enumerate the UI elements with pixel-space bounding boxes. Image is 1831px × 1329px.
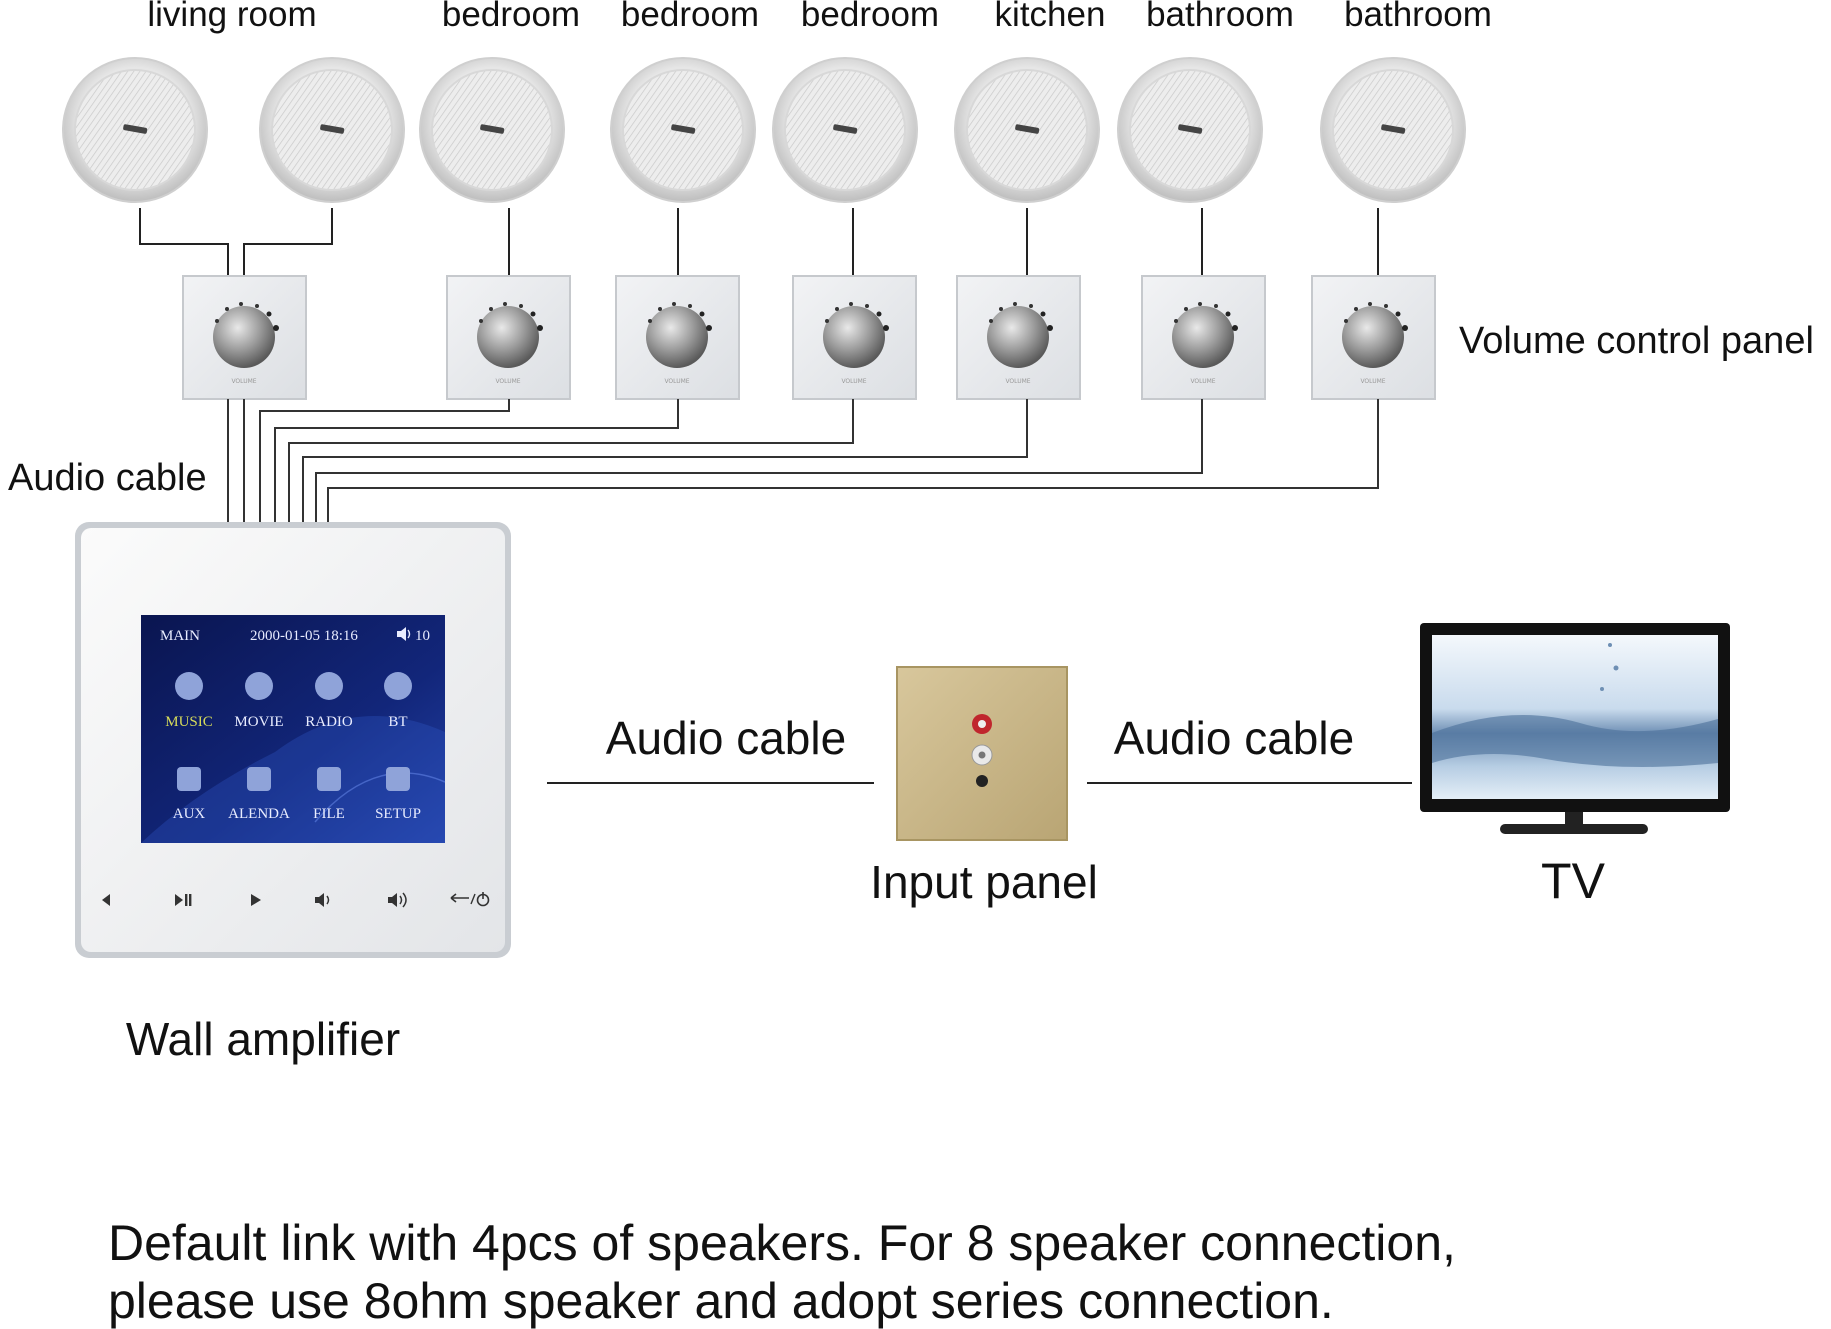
app-setup[interactable]: SETUP <box>375 767 421 822</box>
amplifier-screen <box>141 615 445 843</box>
bluetooth-app-icon <box>384 672 412 700</box>
back-power-icon[interactable] <box>450 892 490 907</box>
app-bt[interactable]: BT <box>384 672 412 730</box>
room-label-bathroom-2: bathroom <box>1344 0 1492 34</box>
aux-jack-icon <box>976 775 988 787</box>
radio-app-icon <box>315 672 343 700</box>
room-label-bedroom-2: bedroom <box>621 0 759 34</box>
svg-text:VOLUME: VOLUME <box>495 378 520 385</box>
speaker-icon <box>954 57 1100 203</box>
play-pause-icon[interactable] <box>175 894 192 906</box>
tv <box>1420 623 1730 834</box>
app-label-music: MUSIC <box>165 714 213 730</box>
volume-panel: VOLUME <box>792 275 917 400</box>
svg-text:VOLUME: VOLUME <box>1190 378 1215 385</box>
app-label-bt: BT <box>388 714 407 730</box>
screen-datetime: 2000-01-05 18:16 <box>250 628 358 644</box>
input-panel-label: Input panel <box>870 856 1098 908</box>
audio-cable-label-middle: Audio cable <box>606 712 846 764</box>
app-movie[interactable]: MOVIE <box>234 672 284 730</box>
app-file[interactable]: FILE <box>313 767 345 822</box>
svg-text:VOLUME: VOLUME <box>231 378 256 385</box>
app-label-file: FILE <box>313 806 345 822</box>
note-line-1: Default link with 4pcs of speakers. For … <box>108 1215 1456 1271</box>
volume-panel: VOLUME <box>956 275 1081 400</box>
input-panel <box>896 666 1068 841</box>
svg-text:VOLUME: VOLUME <box>1360 378 1385 385</box>
amplifier-wires <box>227 399 1379 522</box>
app-label-aux: AUX <box>173 806 206 822</box>
speaker-icon <box>1117 57 1263 203</box>
volume-up-icon[interactable] <box>388 892 407 908</box>
room-label-bedroom-1: bedroom <box>442 0 580 34</box>
amplifier-button-bar <box>102 892 490 908</box>
screen-title: MAIN <box>160 628 200 644</box>
movie-app-icon <box>245 672 273 700</box>
tv-label: TV <box>1541 853 1606 909</box>
app-radio[interactable]: RADIO <box>305 672 353 730</box>
audio-cable-label-right: Audio cable <box>1114 712 1354 764</box>
speaker-icon <box>62 57 208 203</box>
screen-volume: 10 <box>415 628 430 644</box>
volume-control-panels: VOLUME VOLUME VOLUME VOLUME <box>182 275 1436 400</box>
app-label-movie: MOVIE <box>234 714 283 730</box>
ceiling-speakers <box>62 57 1466 203</box>
tv-screen <box>1432 635 1718 799</box>
app-label-radio: RADIO <box>305 714 353 730</box>
volume-panel: VOLUME <box>615 275 740 400</box>
play-icon[interactable] <box>251 894 261 906</box>
volume-down-icon[interactable] <box>315 893 330 907</box>
svg-text:VOLUME: VOLUME <box>664 378 689 385</box>
speaker-icon <box>419 57 565 203</box>
volume-panel: VOLUME <box>1141 275 1266 400</box>
room-label-kitchen: kitchen <box>995 0 1106 34</box>
speaker-icon <box>772 57 918 203</box>
app-music[interactable]: MUSIC <box>165 672 213 730</box>
svg-text:VOLUME: VOLUME <box>841 378 866 385</box>
volume-panel: VOLUME <box>446 275 571 400</box>
audio-cable-label-left: Audio cable <box>8 457 207 499</box>
file-app-icon <box>317 767 341 791</box>
aux-app-icon <box>177 767 201 791</box>
prev-icon[interactable] <box>102 894 110 906</box>
setup-app-icon <box>386 767 410 791</box>
volume-panel: VOLUME <box>1311 275 1436 400</box>
app-label-setup: SETUP <box>375 806 421 822</box>
app-label-calendar: ALENDA <box>228 806 290 822</box>
wall-amplifier-label: Wall amplifier <box>126 1013 400 1065</box>
volume-panel: VOLUME <box>182 275 307 400</box>
room-label-living-room: living room <box>147 0 316 34</box>
speaker-wires <box>139 208 1379 276</box>
wall-amplifier: MAIN 2000-01-05 18:16 10 MUSIC MOVIE RAD… <box>75 522 511 958</box>
speaker-icon <box>259 57 405 203</box>
app-calendar[interactable]: ALENDA <box>228 767 290 822</box>
svg-text:VOLUME: VOLUME <box>1005 378 1030 385</box>
room-label-bedroom-3: bedroom <box>801 0 939 34</box>
calendar-app-icon <box>247 767 271 791</box>
app-aux[interactable]: AUX <box>173 767 206 822</box>
speaker-icon <box>1320 57 1466 203</box>
room-labels: living room bedroom bedroom bedroom kitc… <box>147 0 1492 34</box>
speaker-volume-icon <box>397 627 411 641</box>
volume-control-panel-label: Volume control panel <box>1459 320 1814 362</box>
room-label-bathroom-1: bathroom <box>1146 0 1294 34</box>
music-app-icon <box>175 672 203 700</box>
speaker-icon <box>610 57 756 203</box>
note-line-2: please use 8ohm speaker and adopt series… <box>108 1273 1334 1329</box>
